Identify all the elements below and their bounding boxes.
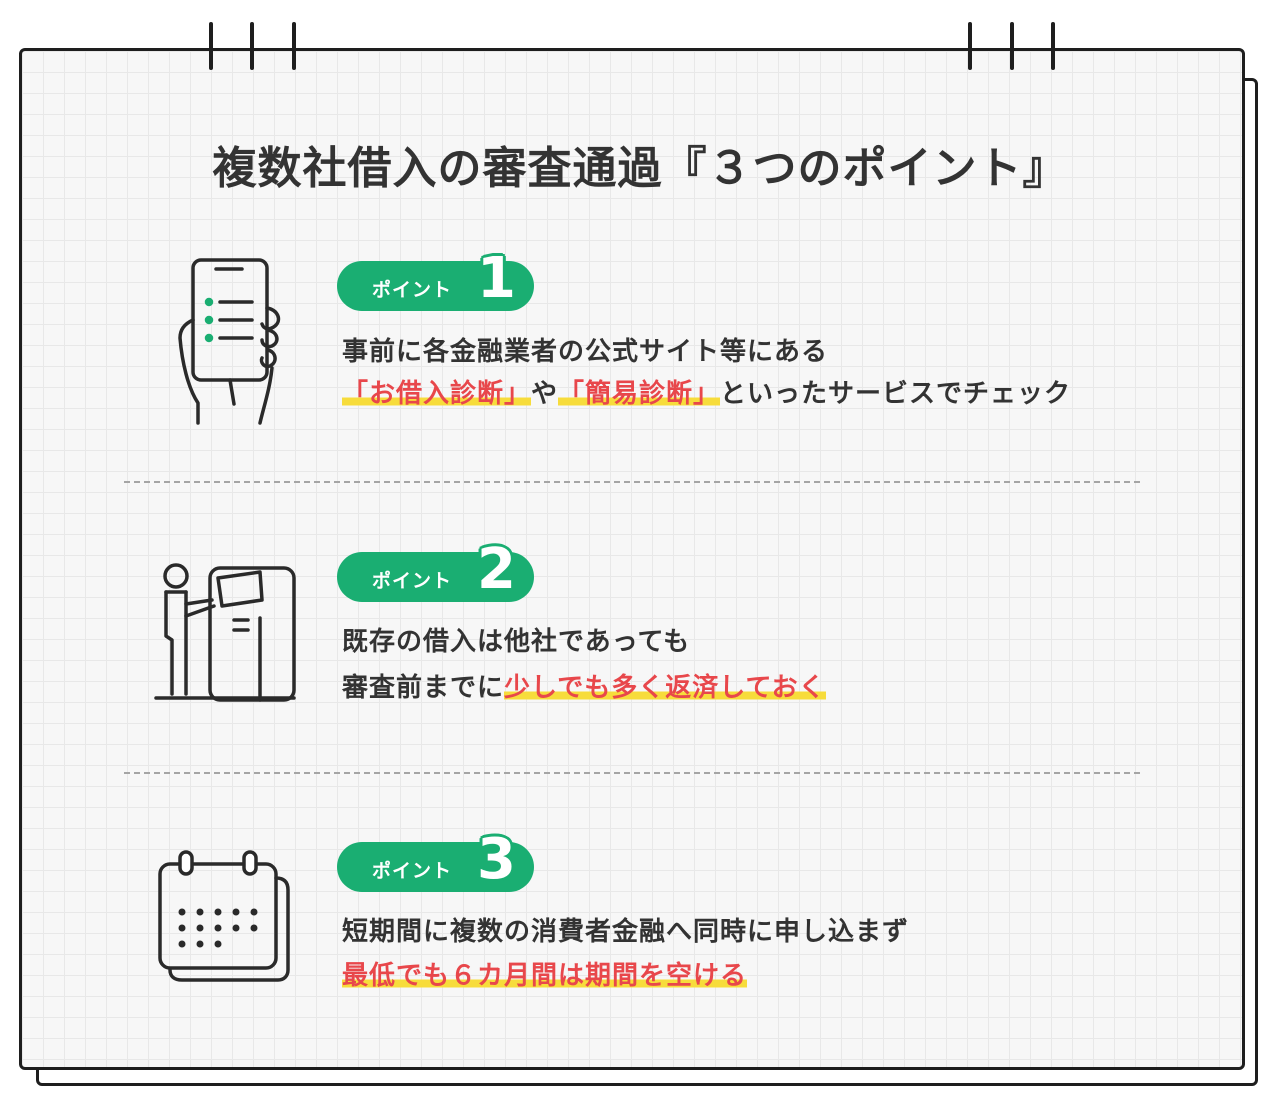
point-2-line-2: 審査前までに少しでも多く返済しておく <box>342 672 826 704</box>
highlight-text: 「簡易診断」 <box>558 379 721 409</box>
badge-number: 1 <box>477 246 516 311</box>
highlight-text: 最低でも６カ月間は期間を空ける <box>342 961 748 991</box>
body-text: といったサービスでチェック <box>720 379 1072 409</box>
section-divider <box>124 481 1140 483</box>
point-badge-1: ポイント 1 <box>337 247 534 311</box>
badge-label: ポイント <box>372 279 453 301</box>
notepad-card <box>19 48 1245 1070</box>
point-1-line-2: 「お借入診断」や「簡易診断」といったサービスでチェック <box>342 378 1071 410</box>
binder-ring <box>292 22 296 70</box>
body-text: 審査前までに <box>342 673 505 703</box>
atm-person-icon <box>154 563 296 702</box>
point-3-line-2: 最低でも６カ月間は期間を空ける <box>342 960 748 992</box>
section-divider <box>124 772 1140 774</box>
badge-number: 2 <box>477 537 516 602</box>
badge-number: 3 <box>477 827 516 892</box>
point-1-line-1: 事前に各金融業者の公式サイト等にある <box>342 337 829 367</box>
binder-ring <box>250 22 254 70</box>
point-badge-2: ポイント 2 <box>337 538 534 602</box>
highlight-text: 「お借入診断」 <box>342 379 532 409</box>
calendar-icon <box>158 850 290 982</box>
binder-ring <box>968 22 972 70</box>
binder-ring <box>209 22 213 70</box>
point-3-line-1: 短期間に複数の消費者金融へ同時に申し込まず <box>342 917 910 947</box>
badge-label: ポイント <box>372 570 453 592</box>
badge-label: ポイント <box>372 860 453 882</box>
binder-ring <box>1010 22 1014 70</box>
point-badge-3: ポイント 3 <box>337 828 534 892</box>
binder-ring <box>1051 22 1055 70</box>
page-title: 複数社借入の審査通過『３つのポイント』 <box>212 143 1068 194</box>
point-2-line-1: 既存の借入は他社であっても <box>342 627 691 657</box>
connector-text: や <box>531 379 559 409</box>
smartphone-checklist-icon <box>178 258 281 425</box>
highlight-text: 少しでも多く返済しておく <box>504 673 826 703</box>
